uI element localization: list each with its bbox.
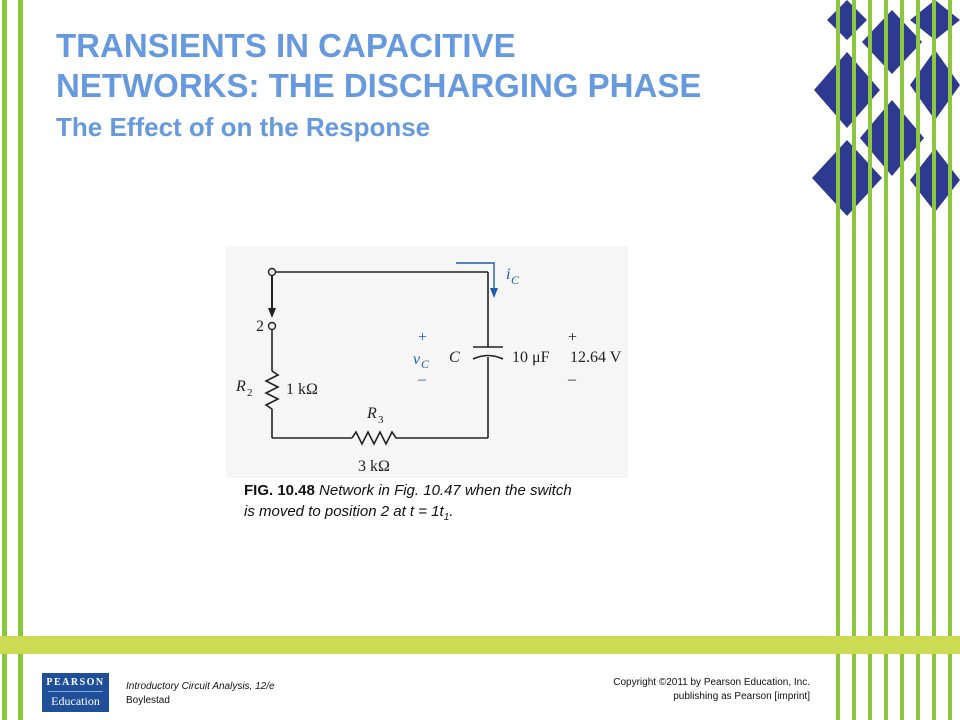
book-title: Introductory Circuit Analysis, 12/e: [126, 681, 275, 692]
source-minus: –: [567, 371, 577, 388]
r2-value: 1 kΩ: [286, 381, 318, 398]
r3-label: R: [366, 405, 377, 422]
cap-label: C: [449, 349, 460, 366]
footer-copyright: Copyright ©2011 by Pearson Education, In…: [560, 676, 810, 704]
source-plus: +: [568, 329, 577, 346]
diamond: [862, 10, 922, 74]
caption-text-line2: is moved to position 2 at t = 1t: [244, 503, 444, 520]
circuit-figure: 2 i C + v C – C 10 μF + 12.64 V – R 2 1 …: [226, 246, 628, 478]
slide-title: TRANSIENTS IN CAPACITIVE NETWORKS: THE D…: [56, 26, 816, 144]
logo-bottom-text: Education: [48, 691, 103, 709]
footer-book-info: Introductory Circuit Analysis, 12/e Boyl…: [126, 680, 275, 708]
caption-fig-id: FIG. 10.48: [244, 482, 315, 499]
copyright-line-1: Copyright ©2011 by Pearson Education, In…: [613, 677, 810, 688]
title-line-1: TRANSIENTS IN CAPACITIVE: [56, 27, 516, 64]
diamond: [814, 52, 880, 128]
vc-label: v: [413, 351, 421, 368]
footer-bar: [0, 636, 960, 654]
left-bar-1: [2, 0, 7, 720]
r2-sub: 2: [247, 387, 253, 399]
slide-subtitle: The Effect of on the Response: [56, 112, 431, 142]
current-sub: C: [511, 273, 520, 287]
copyright-line-2: publishing as Pearson [imprint]: [673, 691, 810, 702]
cap-value: 10 μF: [512, 349, 550, 366]
source-value: 12.64 V: [570, 349, 622, 366]
diamond: [860, 100, 924, 176]
r3-value: 3 kΩ: [358, 458, 390, 475]
vc-minus: –: [417, 371, 427, 388]
caption-text-end: .: [449, 503, 454, 520]
diamond: [827, 0, 867, 40]
r2-label: R: [235, 378, 246, 395]
diamond: [812, 140, 882, 216]
caption-text-sub: 1: [443, 512, 450, 523]
vc-sub: C: [421, 357, 430, 371]
book-author: Boylestad: [126, 695, 170, 706]
r3-sub: 3: [378, 414, 384, 426]
caption-text-line1: Network in Fig. 10.47 when the switch: [314, 482, 572, 499]
title-line-2: NETWORKS: THE DISCHARGING PHASE: [56, 67, 702, 104]
logo-top-text: PEARSON: [46, 677, 105, 688]
circuit-diagram: 2 i C + v C – C 10 μF + 12.64 V – R 2 1 …: [235, 262, 622, 475]
node-label: 2: [256, 318, 264, 335]
pearson-logo: PEARSON Education: [42, 673, 109, 712]
figure-caption: FIG. 10.48 Network in Fig. 10.47 when th…: [244, 480, 664, 528]
vc-plus: +: [418, 329, 427, 346]
left-bar-2: [18, 0, 23, 720]
current-label: i: [506, 266, 510, 283]
